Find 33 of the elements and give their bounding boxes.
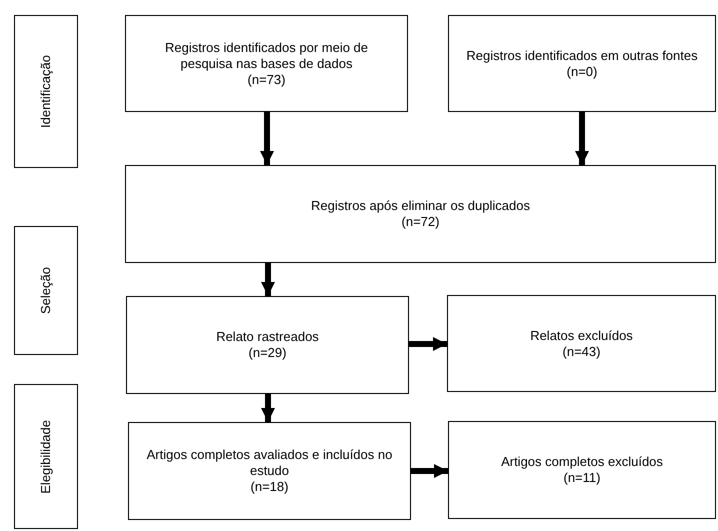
box-label: Relatos excluídos [530, 328, 633, 344]
stage-label: Identificação [38, 55, 54, 128]
count-label: (n=29) [248, 345, 286, 361]
box-label: Artigos completos excluídos [501, 454, 663, 470]
box-label: Registros identificados por meio de pesquisa nas bases de dados [164, 40, 370, 72]
arrow [261, 394, 275, 422]
process-box [448, 421, 716, 519]
process-box [128, 422, 411, 520]
box-label: Relato rastreados [216, 329, 319, 345]
stage-box [14, 226, 78, 355]
process-box [126, 296, 409, 394]
process-box [125, 165, 716, 263]
count-label: (n=43) [562, 344, 600, 360]
arrow [260, 112, 274, 165]
count-label: (n=0) [566, 64, 598, 80]
stage-box [14, 15, 78, 168]
stage-label: Elegibilidade [38, 420, 54, 494]
count-label: (n=18) [250, 479, 288, 495]
stage-box [14, 384, 78, 529]
box-label: Registros após eliminar os duplicados [311, 198, 530, 214]
arrow [261, 263, 275, 296]
box-label: Registros identificados em outras fontes [466, 48, 698, 64]
count-label: (n=11) [564, 470, 600, 486]
arrow [411, 464, 448, 478]
process-box [448, 15, 716, 112]
stage-label: Seleção [38, 267, 54, 314]
arrow [575, 112, 589, 165]
count-label: (n=73) [248, 72, 286, 88]
count-label: (n=72) [402, 214, 440, 230]
process-box [447, 295, 716, 392]
arrow [409, 337, 447, 351]
process-box [125, 15, 408, 112]
box-label: Artigos completos avaliados e incluídos no estudo [146, 447, 394, 479]
